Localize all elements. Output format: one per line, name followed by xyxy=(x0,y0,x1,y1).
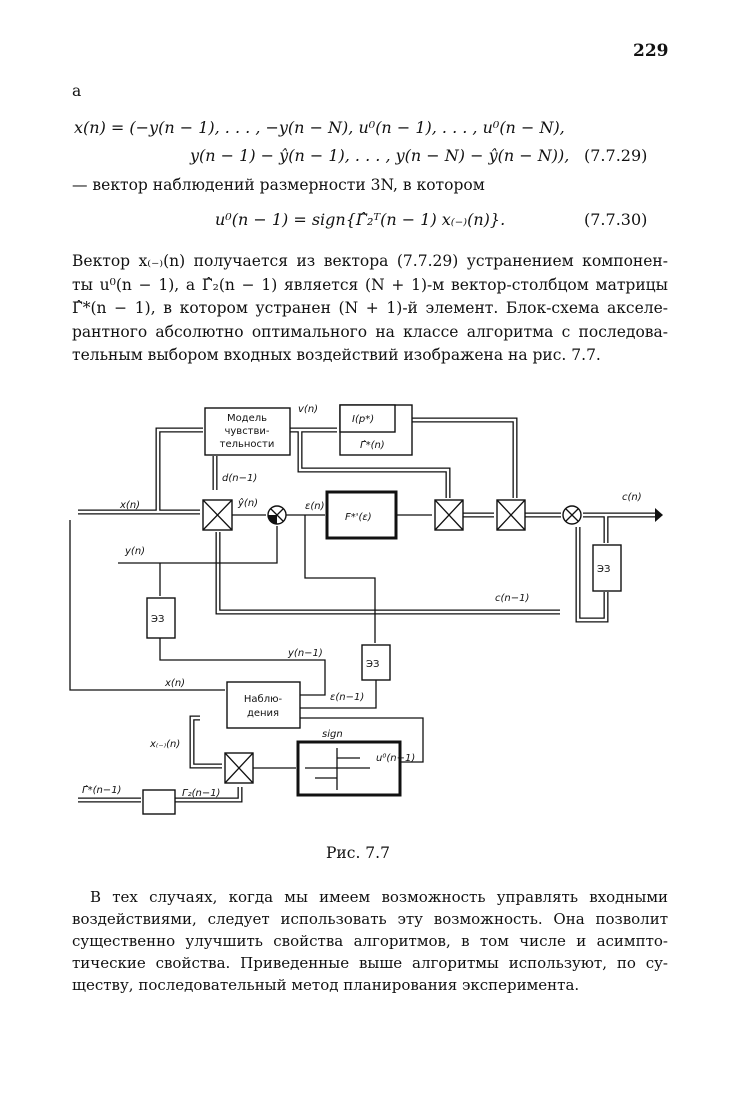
intro-word: а xyxy=(72,82,82,100)
delay-block-left xyxy=(146,597,176,639)
y-prev-label: y(n−1) xyxy=(287,648,323,659)
equation-number-7-7-30: (7.7.30) xyxy=(584,210,648,229)
paragraph-line: тельным выбором входных воздействий изоб… xyxy=(72,346,601,364)
delay-block-middle xyxy=(361,644,391,681)
nonlinearity-block xyxy=(325,490,398,540)
epsilon-label: ε(n) xyxy=(305,501,325,512)
nonlinearity-label: F*'(ε) xyxy=(345,512,372,523)
paragraph-line: Вектор x₍₋₎(n) получается из вектора (7.… xyxy=(72,252,668,270)
y-hat-label: ŷ(n) xyxy=(237,497,258,509)
vector-description: — вектор наблюдений размерности 3N, в ко… xyxy=(72,176,485,194)
y-label: y(n) xyxy=(124,546,145,557)
v-label: v(n) xyxy=(298,404,318,415)
sensitivity-model-label: Модель xyxy=(227,413,267,424)
epsilon-prev-label: ε(n−1) xyxy=(330,692,364,703)
delay-label: ЭЗ xyxy=(151,614,164,625)
sign-function-icon xyxy=(305,748,370,790)
paragraph-line: ществу, последовательный метод планирова… xyxy=(72,976,580,994)
sign-label: sign xyxy=(322,729,343,740)
c-label: c(n) xyxy=(622,492,642,503)
paragraph-line: ты u⁰(n − 1), а Γ̂₂(n − 1) является (N +… xyxy=(72,275,668,294)
paragraph-line: В тех случаях, когда мы имеем возможност… xyxy=(90,888,668,906)
sensitivity-model-block xyxy=(204,407,291,456)
paragraph-line: существенно улучшить свойства алгоритмов… xyxy=(72,932,668,950)
observations-label: дения xyxy=(247,708,279,719)
block-diagram: Модель чувстви- тельности I(p*) Γ̂*(n) v… xyxy=(69,404,663,815)
vector-paths xyxy=(69,417,663,803)
observations-label: Наблю- xyxy=(244,694,283,705)
paragraph-line: воздействиями, следует использовать эту … xyxy=(72,910,668,928)
sensitivity-model-label: тельности xyxy=(220,439,275,450)
paragraph-line: рантного абсолютно оптимального на класс… xyxy=(72,322,668,341)
observations-block xyxy=(226,681,301,729)
equation-7-7-29-line1: x(n) = (−y(n − 1), . . . , −y(n − N), u⁰… xyxy=(74,118,565,137)
u-label: u⁰(n−1) xyxy=(376,753,415,764)
equation-7-7-29-line2: y(n − 1) − ŷ(n − 1), . . . , y(n − N) − … xyxy=(190,146,570,165)
information-matrix-inner xyxy=(339,404,396,433)
multiplier-blocks xyxy=(202,499,526,784)
delay-label: ЭЗ xyxy=(597,564,610,575)
paragraph-2: В тех случаях, когда мы имеем возможност… xyxy=(72,886,668,996)
summing-junctions xyxy=(267,505,582,525)
x-minus-label: x₍₋₎(n) xyxy=(149,739,180,750)
equation-number-7-7-29: (7.7.29) xyxy=(584,146,648,165)
delay-label: ЭЗ xyxy=(366,659,379,670)
x-label: x(n) xyxy=(119,500,140,511)
gamma-star-label: Γ̂*(n) xyxy=(360,439,385,451)
delay-block-right xyxy=(592,544,622,592)
paragraph-line: тические свойства. Приведенные выше алго… xyxy=(72,954,668,972)
information-matrix-label: I(p*) xyxy=(352,414,374,425)
paragraph-line: Γ̂*(n − 1), в котором устранен (N + 1)-й… xyxy=(72,299,668,317)
selection-block xyxy=(142,789,176,815)
page-number: 229 xyxy=(633,41,669,61)
equation-7-7-30: u⁰(n − 1) = sign{Γ̂₂ᵀ(n − 1) x₍₋₎(n)}. xyxy=(215,210,506,229)
gamma-prev-label: Γ̂*(n−1) xyxy=(82,784,121,796)
gamma2-label: Γ₂(n−1) xyxy=(182,788,220,799)
d-label: d(n−1) xyxy=(222,473,257,484)
sensitivity-model-label: чувстви- xyxy=(224,426,269,437)
x-label-2: x(n) xyxy=(164,678,185,689)
paragraph-1: Вектор x₍₋₎(n) получается из вектора (7.… xyxy=(72,250,668,368)
figure-caption: Рис. 7.7 xyxy=(326,844,390,862)
c-prev-label: c(n−1) xyxy=(495,593,529,604)
